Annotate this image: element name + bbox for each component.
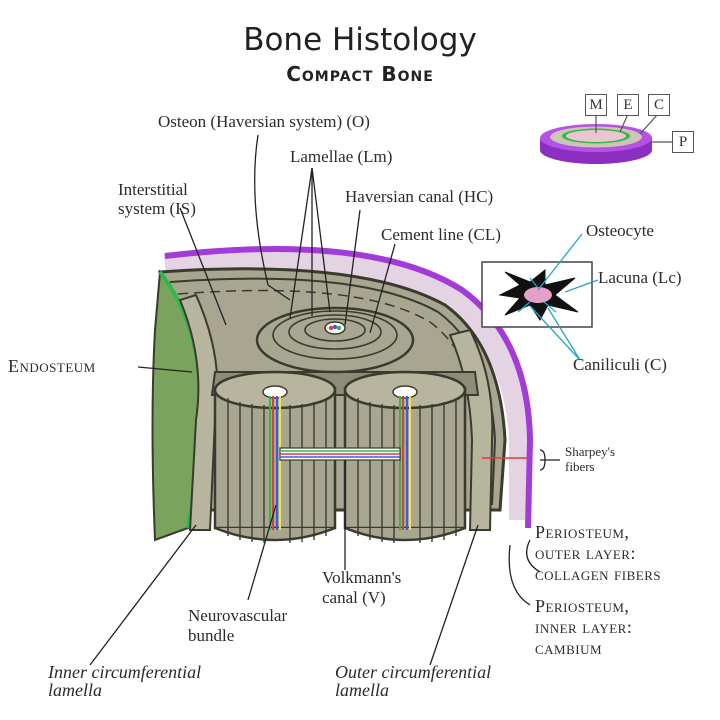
- label-inner-circumferential-1: Inner circumferential: [48, 662, 202, 682]
- key-box-e: E: [617, 94, 639, 116]
- periosteum-outer-layer: [164, 245, 534, 529]
- label-neurovascular-1: Neurovascular: [188, 606, 288, 625]
- diagram-title: Bone Histology: [243, 22, 477, 58]
- label-periosteum-inner-2: inner layer:: [535, 617, 633, 637]
- label-sharpeys-1: Sharpey's: [565, 444, 616, 459]
- label-interstitial-1: Interstitial: [118, 180, 188, 199]
- key-box-c: C: [648, 94, 670, 116]
- label-periosteum-outer-1: Periosteum,: [535, 522, 630, 542]
- bone-layers-key-disc: [540, 113, 673, 164]
- label-sharpeys-2: fibers: [565, 459, 595, 474]
- label-haversian-canal: Haversian canal (HC): [345, 187, 494, 206]
- label-interstitial-2: system (IS): [118, 199, 196, 218]
- label-canaliculi: Caniliculi (C): [573, 355, 667, 374]
- osteocyte-lacuna-inset: [481, 261, 593, 328]
- key-box-m: M: [585, 94, 607, 116]
- volkmanns-canal: [279, 447, 401, 461]
- label-volkmanns-1: Volkmann's: [322, 568, 402, 587]
- label-neurovascular-2: bundle: [188, 626, 235, 645]
- label-periosteum-inner-1: Periosteum,: [535, 596, 630, 616]
- label-volkmanns-2: canal (V): [322, 588, 386, 607]
- leader-lines: [89, 134, 560, 666]
- label-periosteum-inner-3: cambium: [535, 638, 603, 658]
- periosteum: [163, 245, 534, 529]
- osteon-top: [255, 306, 415, 374]
- outer-circumferential-lamella: [448, 328, 494, 531]
- compact-bone-block: [151, 267, 528, 543]
- label-endosteum: Endosteum: [8, 356, 96, 376]
- label-osteon: Osteon (Haversian system) (O): [158, 112, 370, 131]
- diagram-subtitle: Compact Bone: [286, 62, 434, 86]
- label-inner-circumferential-2: lamella: [48, 680, 102, 700]
- key-box-p: P: [672, 131, 694, 153]
- label-cement-line: Cement line (CL): [381, 225, 501, 244]
- key-disc-marrow: [566, 130, 626, 142]
- label-outer-circumferential-2: lamella: [335, 680, 389, 700]
- label-periosteum-outer-2: outer layer:: [535, 543, 636, 563]
- inner-circumferential-lamella: [178, 293, 219, 531]
- label-lacuna: Lacuna (Lc): [598, 268, 682, 287]
- periosteum-inner-layer: [163, 248, 531, 520]
- label-periosteum-outer-3: collagen fibers: [535, 564, 662, 584]
- label-lamellae: Lamellae (Lm): [290, 147, 393, 166]
- label-outer-circumferential-1: Outer circumferential: [335, 662, 492, 682]
- label-osteocyte: Osteocyte: [586, 221, 654, 240]
